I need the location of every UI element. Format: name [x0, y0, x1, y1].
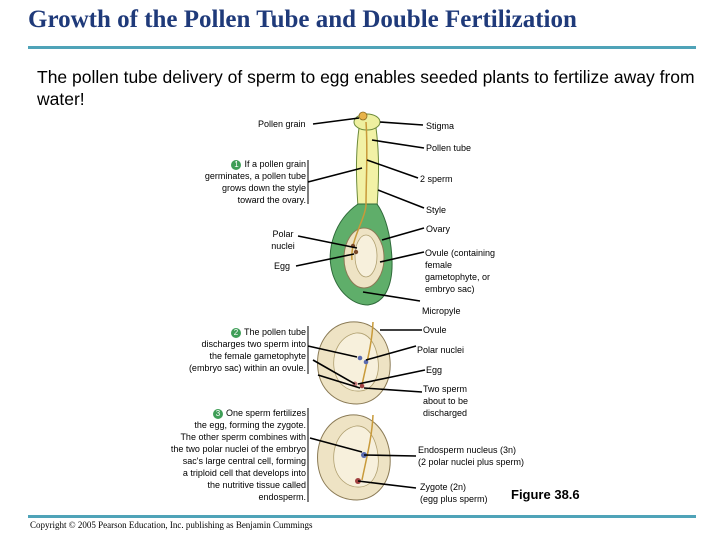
label-two-sperm-discharged: Two sperm about to be discharged [423, 384, 469, 418]
label-ovary: Ovary [426, 224, 451, 234]
label-two-sperm: 2 sperm [420, 174, 453, 184]
step-number-badge: 2 [230, 328, 241, 338]
pistil-illustration [329, 111, 393, 306]
step-number-badge: 1 [231, 160, 242, 170]
fertilized-ovule-illustration [317, 414, 391, 501]
middle-leader-lines [307, 329, 426, 393]
label-ovule: Ovule [423, 325, 447, 335]
label-ovule-containing: Ovule (containing female gametophyte, or… [425, 248, 496, 294]
label-polar-nuclei: Polar nuclei [271, 229, 295, 251]
copyright-text: Copyright © 2005 Pearson Education, Inc.… [30, 520, 313, 530]
page-title: Growth of the Pollen Tube and Double Fer… [28, 6, 577, 33]
pollen-tube-path [351, 121, 368, 261]
label-stigma: Stigma [426, 121, 455, 131]
label-endosperm-nucleus: Endosperm nucleus (3n) (2 polar nuclei p… [418, 445, 525, 467]
subtitle: The pollen tube delivery of sperm to egg… [37, 67, 695, 109]
label-pollen-grain: Pollen grain [258, 119, 306, 129]
step-text: One sperm fertilizes the egg, forming th… [170, 408, 306, 502]
step-number-badge: 3 [212, 409, 223, 419]
pollen-grain-shape [358, 111, 368, 121]
bottom-leader-lines [309, 437, 417, 489]
ovule-tube-illustration [317, 321, 391, 405]
label-zygote: Zygote (2n) (egg plus sperm) [420, 482, 488, 504]
label-micropyle: Micropyle [422, 306, 461, 316]
label-egg-2: Egg [426, 365, 443, 375]
label-style: Style [426, 205, 447, 215]
title-rule [28, 46, 696, 49]
step-text: If a pollen grain germinates, a pollen t… [204, 159, 306, 205]
label-polar-nuclei-2: Polar nuclei [417, 345, 465, 355]
top-leader-lines [295, 117, 425, 302]
footer-rule [28, 515, 696, 518]
label-egg: Egg [274, 261, 291, 271]
label-pollen-tube: Pollen tube [426, 143, 472, 153]
figure-label: Figure 38.6 [511, 487, 580, 502]
step-text: The pollen tube discharges two sperm int… [188, 327, 306, 373]
